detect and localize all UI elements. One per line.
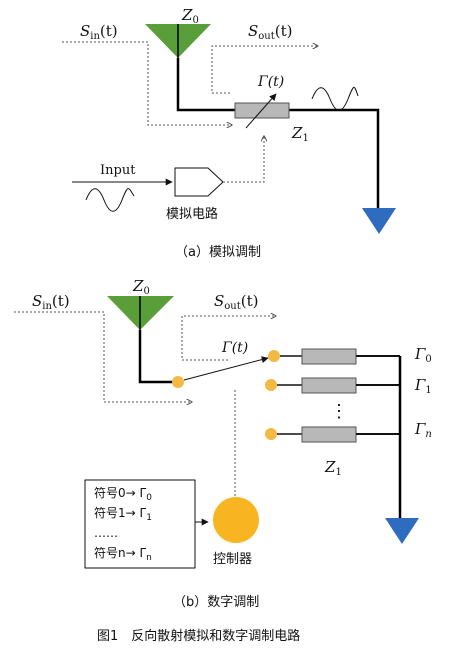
- switch-common-node: [172, 376, 184, 388]
- gamma1-label: Γ1: [414, 376, 432, 396]
- gamma0-label: Γ0: [414, 345, 432, 365]
- symbol-map-box: [84, 479, 196, 569]
- switch-arm: [183, 356, 269, 381]
- symbol-row-1: 符号1→ Γ1: [94, 505, 152, 523]
- branch-ellipsis: ⋮: [330, 401, 348, 422]
- s-in-path-a: [62, 41, 232, 125]
- s-out-label-b: Sout(t): [214, 292, 259, 312]
- output-wave-a: [311, 86, 359, 111]
- z0-label-b: Z0: [132, 277, 150, 297]
- z1-label-b: Z1: [324, 458, 342, 478]
- input-label-a: Input: [100, 163, 136, 178]
- s-out-path-b: [181, 316, 276, 361]
- control-path-a: [223, 136, 264, 183]
- ground-symbol-b: [385, 518, 419, 544]
- gamma-label-b: Γ(t): [221, 340, 248, 356]
- caption-a: （a）模拟调制: [175, 245, 261, 260]
- z0-label-a: Z0: [181, 6, 199, 26]
- controller-circle: [213, 497, 259, 543]
- gamman-label: Γn: [414, 420, 432, 440]
- analog-circuit-block: [174, 167, 224, 197]
- s-in-label-a: Sin(t): [80, 22, 118, 42]
- analog-circuit-label: 模拟电路: [166, 206, 218, 222]
- z1-label-a: Z1: [291, 124, 309, 144]
- panel-a: Sin(t) Z0 Z1 Γ(t) Sout(t) Input 模拟电路 （a）…: [62, 6, 396, 260]
- s-in-path-b: [14, 311, 192, 402]
- symbol-row-ellipsis: ……: [94, 526, 118, 540]
- impedance-1: [301, 377, 357, 394]
- s-in-label-b: Sin(t): [32, 292, 70, 312]
- panel-b: Sin(t) Z0 Sout(t) Γ(t) ⋮ Γ0 Γ1: [14, 277, 432, 610]
- caption-b: （b）数字调制: [173, 595, 259, 610]
- symbol-row-n: 符号n→ Γn: [94, 545, 152, 563]
- main-wire-b: [138, 330, 176, 384]
- symbol-row-0: 符号0→ Γ0: [94, 485, 152, 503]
- impedance-0: [301, 348, 357, 365]
- s-out-label-a: Sout(t): [248, 22, 293, 42]
- branch-node-0: [268, 350, 280, 362]
- impedance-n: [301, 426, 357, 443]
- branch-node-1: [265, 379, 277, 391]
- controller-label: 控制器: [213, 552, 252, 567]
- figure-caption: 图1 反向散射模拟和数字调制电路: [97, 628, 300, 644]
- branch-node-n: [265, 428, 277, 440]
- ground-symbol-a: [362, 208, 396, 234]
- s-out-path-a: [211, 46, 318, 94]
- gamma-label-a: Γ(t): [257, 74, 284, 90]
- input-wave-a: [85, 188, 135, 212]
